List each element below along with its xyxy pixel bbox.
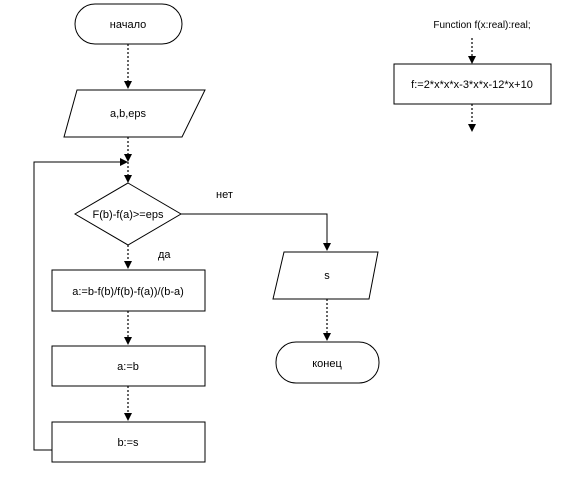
arrowhead: [124, 81, 132, 89]
loop-back-arrowhead: [120, 158, 128, 166]
no-branch-line: [181, 213, 328, 243]
arrowhead: [323, 243, 331, 251]
function-body-shape: [393, 63, 552, 105]
process-step-2: a:=b: [51, 345, 206, 387]
output-label: s: [324, 270, 330, 282]
process-step-3: b:=s: [51, 421, 206, 463]
input-label: a,b,eps: [110, 108, 147, 120]
connector-output-to-end: [323, 299, 331, 341]
arrowhead: [124, 154, 132, 162]
connector-junction-to-decision: [124, 162, 132, 183]
process-step-1-shape: [51, 269, 206, 312]
process-step-3-label: b:=s: [117, 437, 139, 449]
input-block: a,b,eps: [63, 89, 206, 138]
process-step-1: a:=b-f(b)/f(b)-f(a))/(b-a): [51, 269, 206, 312]
arrowhead: [124, 261, 132, 269]
end-label: конец: [312, 358, 342, 370]
arrowhead: [468, 124, 476, 132]
function-body-label: f:=2*x*x*x-3*x*x-12*x+10: [411, 79, 533, 91]
input-shape: [63, 89, 206, 138]
arrowhead: [124, 337, 132, 345]
condition-label: F(b)-f(a)>=eps: [93, 209, 164, 221]
end-shape: [275, 341, 380, 384]
connector-step1-to-step2: [124, 311, 132, 345]
process-step-3-shape: [51, 421, 206, 463]
start-label: начало: [110, 19, 146, 31]
end-terminator: конец: [275, 341, 380, 384]
function-definition: Function f(x:real):real; f:=2*x*x*x-3*x*…: [393, 20, 552, 132]
no-branch-label: нет: [216, 189, 233, 201]
process-step-2-label: a:=b: [117, 361, 139, 373]
process-step-1-label: a:=b-f(b)/f(b)-f(a))/(b-a): [72, 286, 184, 298]
no-branch-connector: нет: [181, 189, 331, 251]
connector-input-to-loop-junction: [124, 137, 132, 162]
start-terminator: начало: [74, 3, 183, 45]
function-title: Function f(x:real):real;: [433, 20, 530, 31]
output-shape: [272, 251, 379, 300]
yes-branch-label: да: [158, 249, 171, 261]
arrowhead: [468, 56, 476, 64]
yes-branch-connector: да: [124, 245, 171, 269]
connector-start-to-input: [124, 44, 132, 89]
arrowhead: [323, 333, 331, 341]
arrowhead: [124, 175, 132, 183]
condition-decision: F(b)-f(a)>=eps: [74, 182, 182, 246]
output-block: s: [272, 251, 379, 300]
arrowhead: [124, 413, 132, 421]
connector-step2-to-step3: [124, 386, 132, 421]
